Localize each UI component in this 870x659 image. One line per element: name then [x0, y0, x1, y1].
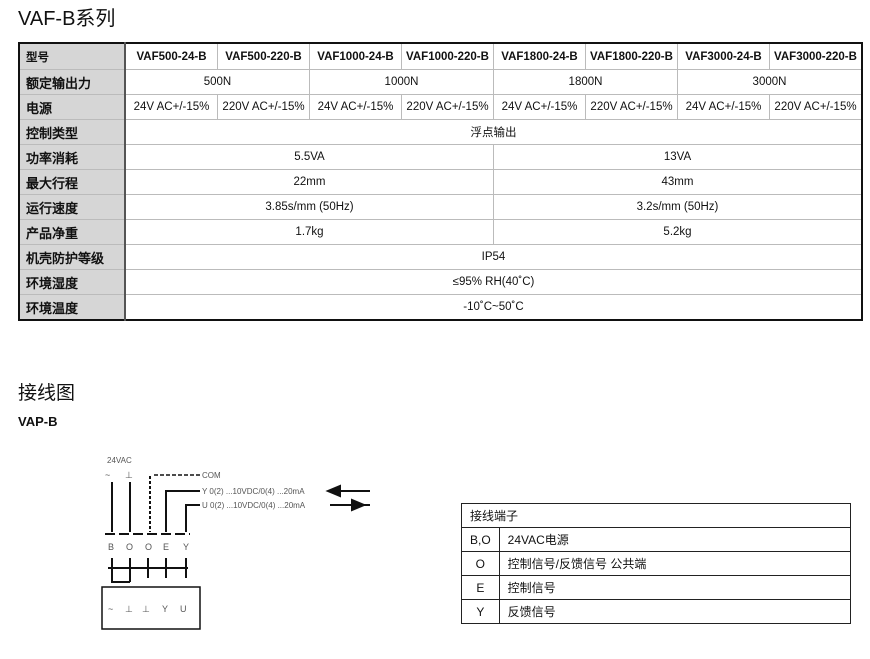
description-cell: 24VAC电源	[498, 527, 852, 552]
row-label: 电源	[18, 94, 126, 120]
cell: 220V AC+/-15%	[401, 94, 494, 120]
row-label: 环境温度	[18, 294, 126, 321]
ground-icon: ⊥	[142, 604, 150, 614]
cell: 220V AC+/-15%	[585, 94, 678, 120]
terminal-label: O	[126, 542, 133, 552]
row-label: 额定输出力	[18, 69, 126, 95]
row-label: 运行速度	[18, 194, 126, 220]
cell: 浮点输出	[124, 119, 863, 145]
terminal-cell: O	[461, 551, 500, 576]
model-cell: VAF3000-24-B	[677, 42, 770, 70]
cell: 24V AC+/-15%	[124, 94, 218, 120]
table-row: 额定输出力 500N 1000N 1800N 3000N	[18, 69, 863, 95]
cell: 43mm	[493, 169, 863, 195]
row-label: 控制类型	[18, 119, 126, 145]
cell: -10˚C~50˚C	[124, 294, 863, 321]
ground-icon: ⊥	[125, 604, 133, 614]
model-cell: VAF3000-220-B	[769, 42, 863, 70]
table-row: 机壳防护等级 IP54	[18, 244, 863, 270]
terminal-label: O	[145, 542, 152, 552]
table-row: 型号 VAF500-24-B VAF500-220-B VAF1000-24-B…	[18, 42, 863, 70]
row-label: 型号	[18, 42, 126, 70]
table-row: 功率消耗 5.5VA 13VA	[18, 144, 863, 170]
description-cell: 反馈信号	[498, 599, 852, 624]
cell: 5.5VA	[124, 144, 494, 170]
table-row: 控制类型 浮点输出	[18, 119, 863, 145]
tilde-icon: ~	[105, 470, 110, 480]
description-cell: 控制信号	[498, 575, 852, 600]
row-label: 环境湿度	[18, 269, 126, 295]
model-cell: VAF500-220-B	[217, 42, 310, 70]
model-cell: VAF500-24-B	[124, 42, 218, 70]
u-signal-label: U 0(2) ...10VDC/0(4) ...20mA	[202, 501, 306, 510]
com-label: COM	[202, 471, 221, 480]
terminal-label: E	[163, 542, 169, 552]
table-row: 电源 24V AC+/-15% 220V AC+/-15% 24V AC+/-1…	[18, 94, 863, 120]
supply-label: 24VAC	[107, 456, 132, 465]
cell: 220V AC+/-15%	[769, 94, 863, 120]
cell: 1.7kg	[124, 219, 494, 245]
cell: 500N	[124, 69, 310, 95]
table-header: 接线端子	[461, 503, 851, 528]
table-row: 产品净重 1.7kg 5.2kg	[18, 219, 863, 245]
box-label: Y	[162, 604, 168, 614]
box-label: U	[180, 604, 187, 614]
cell: 3.85s/mm (50Hz)	[124, 194, 494, 220]
y-signal-label: Y 0(2) ...10VDC/0(4) ...20mA	[202, 487, 305, 496]
terminal-label: Y	[183, 542, 189, 552]
cell: 3000N	[677, 69, 863, 95]
model-cell: VAF1800-24-B	[493, 42, 586, 70]
row-label: 功率消耗	[18, 144, 126, 170]
row-label: 机壳防护等级	[18, 244, 126, 270]
table-row: 最大行程 22mm 43mm	[18, 169, 863, 195]
cell: ≤95% RH(40˚C)	[124, 269, 863, 295]
cell: 220V AC+/-15%	[217, 94, 310, 120]
terminal-cell: E	[461, 575, 500, 600]
cell: 5.2kg	[493, 219, 863, 245]
cell: 3.2s/mm (50Hz)	[493, 194, 863, 220]
table-row: 环境湿度 ≤95% RH(40˚C)	[18, 269, 863, 295]
table-row: 接线端子	[461, 503, 851, 528]
terminal-cell: Y	[461, 599, 500, 624]
cell: 24V AC+/-15%	[493, 94, 586, 120]
cell: 24V AC+/-15%	[309, 94, 402, 120]
cell: 22mm	[124, 169, 494, 195]
cell: 1000N	[309, 69, 494, 95]
row-label: 最大行程	[18, 169, 126, 195]
row-label: 产品净重	[18, 219, 126, 245]
table-row: 运行速度 3.85s/mm (50Hz) 3.2s/mm (50Hz)	[18, 194, 863, 220]
cell: 24V AC+/-15%	[677, 94, 770, 120]
section-title: 接线图	[18, 383, 76, 404]
wiring-diagram: 24VAC ~ ⊥ COM Y 0(2) ...10VDC/0(4) ...20…	[101, 456, 370, 630]
terminal-cell: B,O	[461, 527, 500, 552]
model-cell: VAF1000-220-B	[401, 42, 494, 70]
description-cell: 控制信号/反馈信号 公共端	[498, 551, 852, 576]
section-subtitle: VAP-B	[18, 414, 58, 429]
page-title: VAF-B系列	[18, 8, 116, 30]
ground-icon: ⊥	[125, 470, 133, 480]
table-row: 环境温度 -10˚C~50˚C	[18, 294, 863, 321]
cell: IP54	[124, 244, 863, 270]
terminal-label: B	[108, 542, 114, 552]
model-cell: VAF1800-220-B	[585, 42, 678, 70]
model-cell: VAF1000-24-B	[309, 42, 402, 70]
cell: 13VA	[493, 144, 863, 170]
cell: 1800N	[493, 69, 678, 95]
tilde-icon: ~	[108, 604, 113, 614]
spec-table: 型号 VAF500-24-B VAF500-220-B VAF1000-24-B…	[18, 42, 863, 321]
